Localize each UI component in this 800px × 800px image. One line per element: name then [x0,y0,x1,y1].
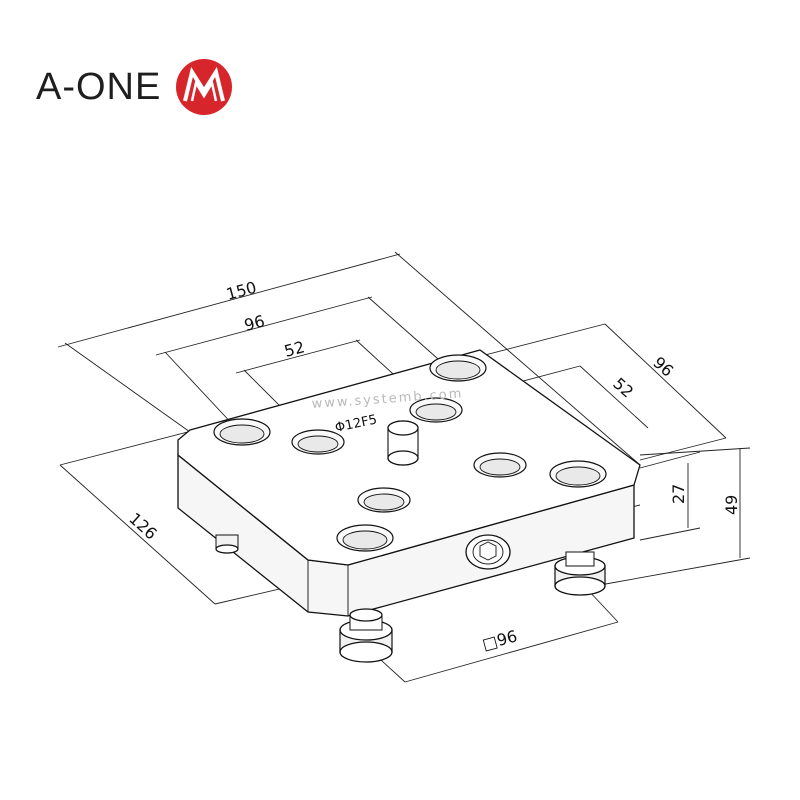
brand: A-ONE [36,58,233,116]
dim-width-total: 126 [125,509,160,544]
plate-holes [213,354,607,552]
brand-logo-icon [176,59,233,115]
dimension-labels: 150 96 52 96 52 126 27 49 □96 Φ12F5 [125,278,741,654]
pull-stud-left [215,534,239,554]
brand-name: A-ONE [36,66,162,108]
dim-side-spacing: 96 [649,353,677,381]
dim-total-height: 49 [722,495,741,515]
pull-stud-front [339,608,393,663]
dim-plate-height: 27 [669,484,688,504]
dim-inner-spacing-length: 52 [282,337,307,361]
dim-length-total: 150 [224,278,258,304]
dim-hole-spacing-length: 96 [242,311,267,335]
center-pin [387,420,419,466]
pull-studs [215,534,606,663]
dim-side-inner-spacing: 52 [609,374,637,402]
dim-pin-square: □96 [480,626,519,654]
side-screw [465,534,511,570]
pull-stud-right [554,551,606,596]
